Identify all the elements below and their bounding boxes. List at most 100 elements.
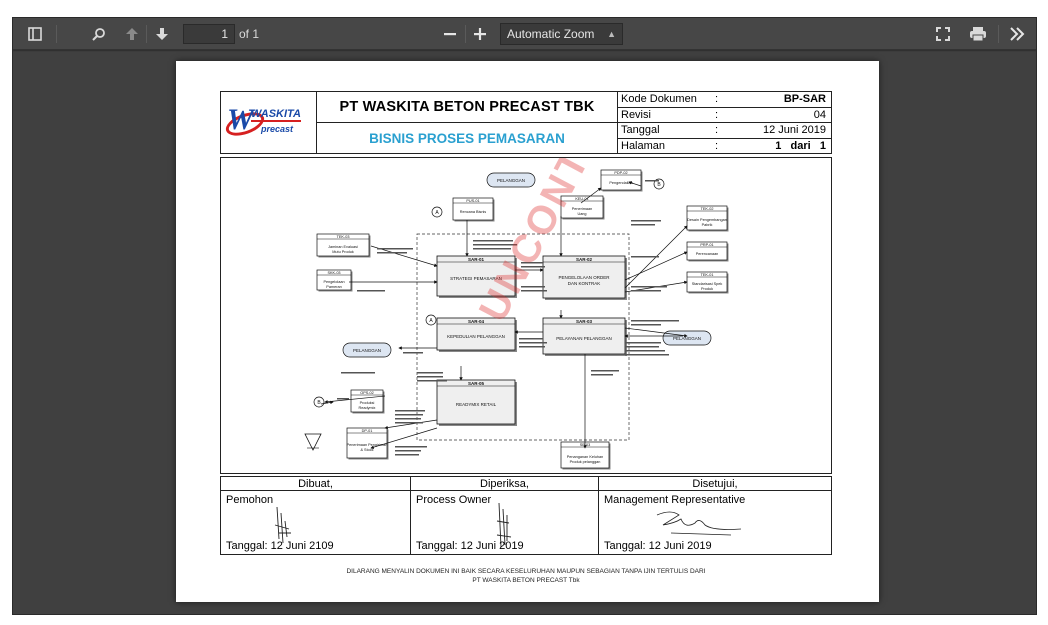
external-name: Readymix <box>359 406 376 410</box>
tools-button[interactable] <box>1005 22 1029 46</box>
external-code: PDP-02 <box>614 171 627 175</box>
connector-label: A <box>429 318 433 324</box>
next-page-button[interactable] <box>151 22 173 46</box>
signature-image <box>274 506 291 544</box>
process-code: SAR-04 <box>468 319 485 324</box>
sign-cell-pemohon: Pemohon Tanggal: 12 Juni 2109 <box>220 490 411 555</box>
connector-circle: A <box>425 314 437 326</box>
next-page-icon <box>156 28 168 40</box>
external-code: SKK-03 <box>327 271 340 275</box>
previous-page-icon <box>126 28 138 40</box>
sign-date: Tanggal: 12 Juni 2019 <box>604 540 712 552</box>
company-logo-cell: W WASKITA precast <box>220 91 317 154</box>
connector-label: A <box>435 210 439 216</box>
process-name: DAN KONTRAK <box>568 281 601 286</box>
process-name: KEPEDULIAN PELANGGAN <box>447 334 505 339</box>
print-button[interactable] <box>966 22 990 46</box>
external-name: Pengelolaan <box>323 280 344 284</box>
process-name: PELAYANAN PELANGGAN <box>556 336 612 341</box>
sign-role: Process Owner <box>416 494 492 506</box>
footer-line: PT WASKITA BETON PRECAST Tbk <box>472 577 580 584</box>
external-name: Penanganan Keluhan <box>567 455 604 459</box>
external-name: Produk pelanggan <box>570 460 601 464</box>
zoom-select[interactable]: Automatic Zoom ▲ <box>500 23 623 45</box>
waskita-logo: W WASKITA precast <box>222 104 313 141</box>
meta-value-page: 1 dari 1 <box>725 137 832 154</box>
toolbar-separator <box>998 25 999 43</box>
external-code: TEK-03 <box>337 235 350 239</box>
document-footer: DILARANG MENYALIN DOKUMEN INI BAIK SECAR… <box>220 567 832 585</box>
process-code: SAR-05 <box>468 381 485 386</box>
meta-label: Kode Dokumen <box>617 91 708 108</box>
process-name: PENGELOLAAN ORDER <box>558 275 610 280</box>
toolbar: 1 of 1 Automatic Zoom ▲ <box>13 18 1036 50</box>
document-header: W WASKITA precast PT WASKITA BETON PRECA… <box>220 91 832 154</box>
logo-text: WASKITA <box>251 108 301 122</box>
external-name: Mutu Produk <box>332 250 354 254</box>
external-name: Produk <box>701 287 713 291</box>
search-icon <box>92 28 105 41</box>
external-name: Perencanaan <box>696 252 719 256</box>
external-code: PRP-01 <box>700 243 713 247</box>
sidebar-toggle-button[interactable] <box>23 22 47 46</box>
zoom-in-button[interactable] <box>469 22 491 46</box>
sign-header-checked: Diperiksa, <box>410 476 599 491</box>
sign-role: Pemohon <box>226 494 274 506</box>
page-count-label: of 1 <box>239 27 260 41</box>
external-name: Pabrik <box>702 223 713 227</box>
find-button[interactable] <box>87 22 111 46</box>
external-name: Rencana Bisnis <box>460 210 486 214</box>
sign-cell-process-owner: Process Owner Tanggal: 12 Juni 2019 <box>410 490 599 555</box>
external-code: TEK-02 <box>701 207 714 211</box>
external-name: Jaminan Evaluasi <box>328 245 358 249</box>
document-content: W WASKITA precast PT WASKITA BETON PRECA… <box>220 91 832 585</box>
process-name: STRATEGI PEMASARAN <box>450 276 502 281</box>
toolbar-separator <box>146 25 147 43</box>
external-code: OPS-02 <box>360 391 374 395</box>
sign-cell-mr: Management Representative Tanggal: 12 Ju… <box>598 490 832 555</box>
external-name: Standarisasi Spek <box>692 282 723 286</box>
pdf-viewer: 1 of 1 Automatic Zoom ▲ <box>12 17 1037 615</box>
meta-label: Revisi <box>617 106 708 123</box>
sign-date: Tanggal: 12 Juni 2109 <box>226 540 334 552</box>
sidebar-toggle-icon <box>28 27 42 41</box>
zoom-in-icon <box>474 28 486 40</box>
meta-value-date: 12 Juni 2019 <box>725 122 832 139</box>
meta-value-code: BP-SAR <box>725 91 832 108</box>
zoom-select-value: Automatic Zoom <box>507 27 595 41</box>
toolbar-separator <box>465 25 466 43</box>
process-code: SAR-02 <box>576 257 593 262</box>
page-number-input[interactable]: 1 <box>183 24 235 44</box>
terminal-label: PELANGGAN <box>353 348 381 353</box>
zoom-out-icon <box>444 33 456 36</box>
presentation-mode-icon <box>936 27 950 41</box>
customer-terminal: PELANGGAN <box>342 342 392 358</box>
tools-icon <box>1010 27 1025 41</box>
sign-date: Tanggal: 12 Juni 2019 <box>416 540 524 552</box>
presentation-mode-button[interactable] <box>931 22 955 46</box>
external-name: Uang <box>577 212 586 216</box>
process-title: BISNIS PROSES PEMASARAN <box>316 122 618 154</box>
customer-terminal: PELANGGAN <box>486 172 536 188</box>
external-name: Desain Pengembangan <box>687 218 727 222</box>
external-code: TEK-01 <box>701 273 714 277</box>
process-code: SAR-03 <box>576 319 593 324</box>
sign-header-approved: Disetujui, <box>598 476 832 491</box>
logo-subtext: precast <box>261 124 294 134</box>
external-name: Penerimaan Pengiriman <box>347 443 388 447</box>
previous-page-button[interactable] <box>121 22 143 46</box>
pdf-page: W WASKITA precast PT WASKITA BETON PRECA… <box>176 61 879 602</box>
external-code: PUS-01 <box>466 199 479 203</box>
zoom-out-button[interactable] <box>439 22 461 46</box>
